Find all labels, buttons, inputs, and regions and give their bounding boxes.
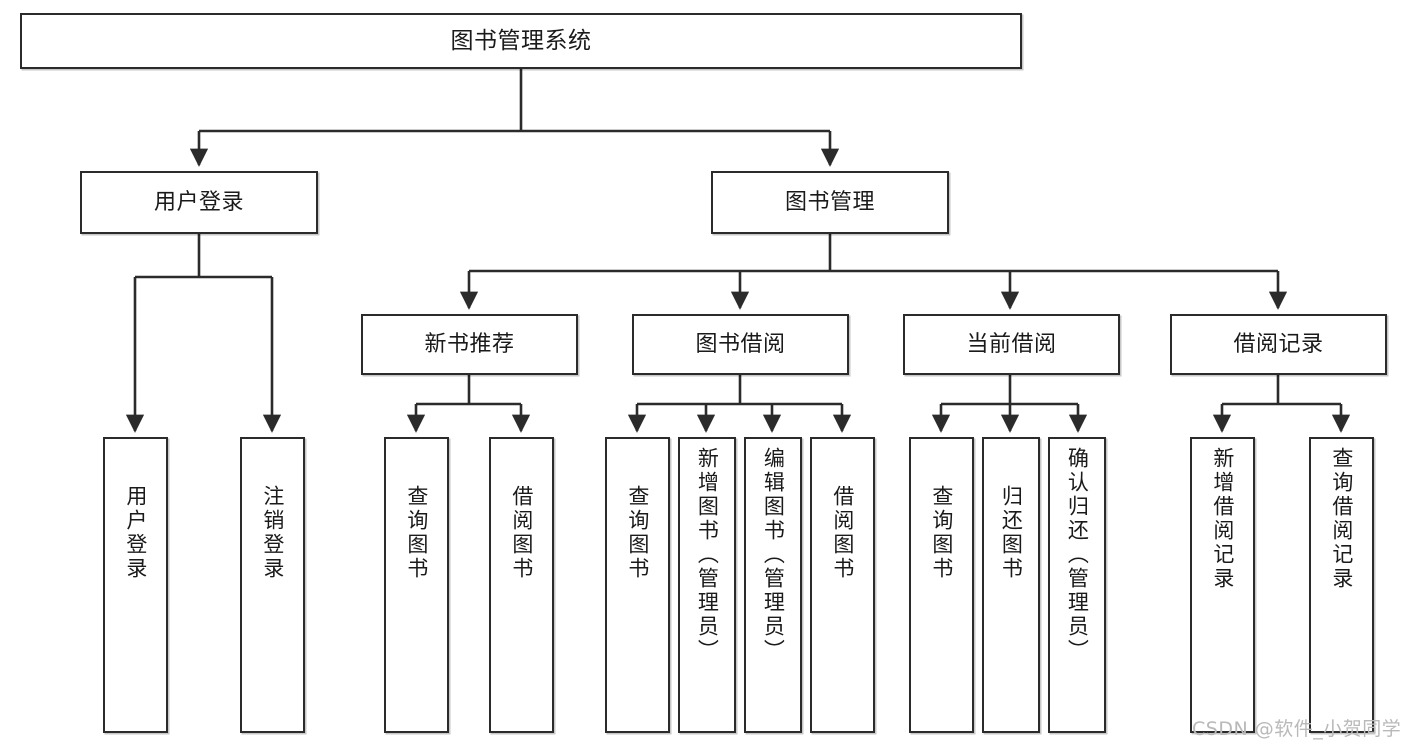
node-label: 新增借阅记录 xyxy=(1210,447,1235,591)
node-label: 注销登录 xyxy=(260,485,285,581)
leaf-records-add-record[interactable]: 新增借阅记录 xyxy=(1190,437,1255,733)
node-label: 借阅图书 xyxy=(509,485,534,581)
leaf-borrow-query-books[interactable]: 查询图书 xyxy=(605,437,670,733)
node-label: 借阅图书 xyxy=(830,485,855,581)
leaf-borrow-edit-book-admin[interactable]: 编辑图书（管理员） xyxy=(744,437,802,733)
node-label: 图书管理系统 xyxy=(450,27,592,54)
node-label: 确认归还（管理员） xyxy=(1065,447,1090,663)
node-root-library-management-system[interactable]: 图书管理系统 xyxy=(20,13,1022,69)
node-label: 当前借阅 xyxy=(966,331,1057,357)
leaf-records-query-record[interactable]: 查询借阅记录 xyxy=(1309,437,1374,733)
node-book-management[interactable]: 图书管理 xyxy=(711,171,949,234)
leaf-new-book-query-books[interactable]: 查询图书 xyxy=(384,437,449,733)
leaf-borrow-borrow-books[interactable]: 借阅图书 xyxy=(810,437,875,733)
leaf-new-book-borrow-books[interactable]: 借阅图书 xyxy=(489,437,554,733)
csdn-watermark: CSDN @软件_小贺同学 xyxy=(1192,718,1402,740)
node-label: 归还图书 xyxy=(999,485,1024,581)
node-label: 借阅记录 xyxy=(1233,331,1324,357)
leaf-current-confirm-return-admin[interactable]: 确认归还（管理员） xyxy=(1048,437,1106,733)
node-label: 用户登录 xyxy=(123,485,148,581)
leaf-user-login-login[interactable]: 用户登录 xyxy=(103,437,168,733)
node-label: 查询图书 xyxy=(404,485,429,581)
node-label: 新书推荐 xyxy=(424,331,515,357)
node-label: 查询借阅记录 xyxy=(1329,447,1354,591)
node-borrowing-records[interactable]: 借阅记录 xyxy=(1170,314,1387,375)
node-label: 编辑图书（管理员） xyxy=(761,447,786,663)
node-label: 用户登录 xyxy=(153,189,244,215)
node-label: 查询图书 xyxy=(929,485,954,581)
node-book-borrowing[interactable]: 图书借阅 xyxy=(632,314,849,375)
leaf-borrow-add-book-admin[interactable]: 新增图书（管理员） xyxy=(678,437,736,733)
node-new-book-recommendation[interactable]: 新书推荐 xyxy=(361,314,578,375)
leaf-user-login-logout[interactable]: 注销登录 xyxy=(240,437,305,733)
node-user-login[interactable]: 用户登录 xyxy=(80,171,318,234)
node-label: 新增图书（管理员） xyxy=(695,447,720,663)
leaf-current-return-books[interactable]: 归还图书 xyxy=(982,437,1040,733)
node-label: 图书借阅 xyxy=(695,331,786,357)
node-label: 查询图书 xyxy=(625,485,650,581)
leaf-current-query-books[interactable]: 查询图书 xyxy=(909,437,974,733)
node-label: 图书管理 xyxy=(784,189,875,215)
node-current-borrowing[interactable]: 当前借阅 xyxy=(903,314,1120,375)
